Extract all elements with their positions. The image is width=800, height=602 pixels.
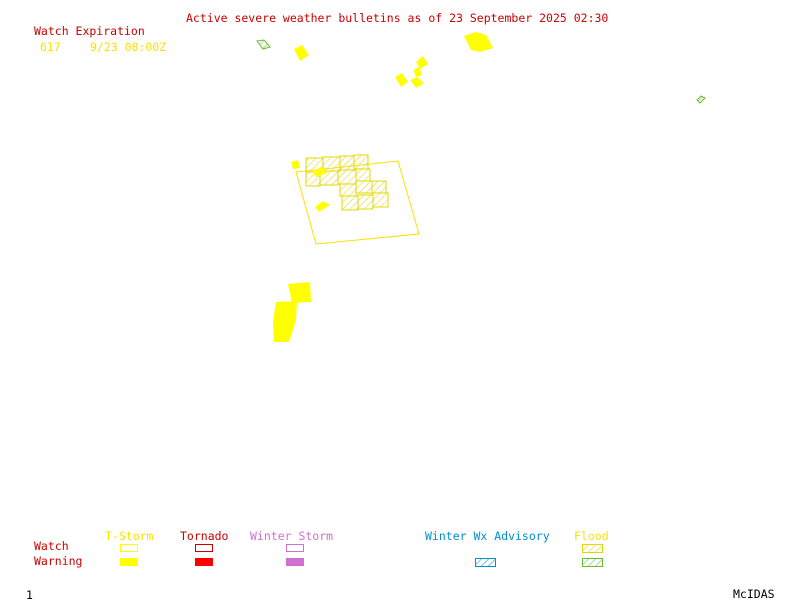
tstorm-warning-area [273,301,297,342]
legend-tornado-watch-swatch [195,544,213,552]
software-label: McIDAS [733,587,775,601]
tstorm-warning-area [294,45,309,61]
bulletin-title: Active severe weather bulletins as of 23… [186,11,609,25]
tstorm-warning-area [315,201,330,212]
tstorm-warning-area [291,160,300,169]
legend-row-watch: Watch [34,539,69,553]
tstorm-warning-area [312,167,327,177]
legend-row-warning: Warning [34,554,83,568]
tstorm-warning-area [410,77,424,88]
legend-flood-label: Flood [574,529,609,543]
legend-winter-wx-advisory-swatch [475,558,496,567]
flood-warning-area [256,39,271,50]
legend-tornado-label: Tornado [180,529,229,543]
legend-flood-warning-swatch [582,558,603,567]
legend-winter-storm-label: Winter Storm [250,529,334,543]
tstorm-warning-area [416,56,428,69]
tstorm-warning-area [288,282,311,303]
legend-flood-watch-swatch [582,544,603,553]
tstorm-warning-area [413,67,422,77]
watch-number: 617 [40,40,61,54]
flood-warning-area [696,95,706,104]
legend-tstorm-watch-swatch [120,544,138,552]
legend-winter-storm-watch-swatch [286,544,304,552]
flood-watch-counties [305,154,389,211]
legend-winter-wx-advisory-label: Winter Wx Advisory [425,529,550,543]
legend-tstorm-label: T-Storm [105,529,154,543]
legend-tornado-warning-swatch [195,558,213,566]
watch-expiration-heading: Watch Expiration [34,24,145,38]
frame-number: 1 [26,588,33,602]
legend-winter-storm-warning-swatch [286,558,304,566]
legend-tstorm-warning-swatch [120,558,138,566]
tstorm-warning-area [395,73,408,87]
tstorm-warning-area [464,32,493,52]
watch-expires: 9/23 08:00Z [90,40,167,54]
